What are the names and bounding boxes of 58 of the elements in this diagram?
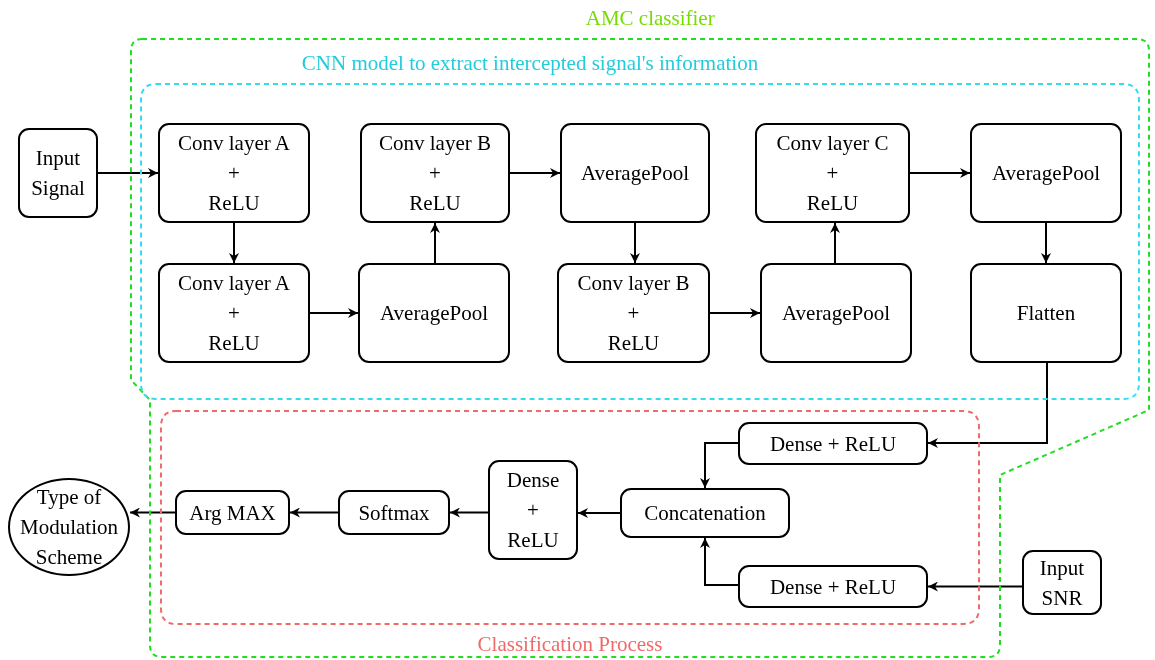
arrow — [577, 508, 621, 518]
arrow — [700, 537, 739, 586]
group-title: CNN model to extract intercepted signal's information — [301, 50, 759, 76]
node-label: AveragePool — [579, 160, 691, 187]
node-label: Conv layer A + ReLU — [177, 270, 291, 357]
process-box — [560, 123, 710, 223]
node-label: Softmax — [357, 499, 431, 527]
process-box — [755, 123, 910, 223]
process-box — [1022, 550, 1102, 615]
process-box — [18, 128, 98, 218]
node-label: Input Signal — [30, 145, 86, 202]
arrow — [909, 168, 971, 178]
process-box — [358, 263, 510, 363]
process-box — [360, 123, 510, 223]
process-box — [158, 123, 310, 223]
node-label: Dense + ReLU — [768, 430, 898, 458]
arrow — [927, 581, 1023, 592]
process-box — [970, 263, 1122, 363]
process-box — [557, 263, 710, 363]
arrow — [129, 507, 176, 518]
process-box — [760, 263, 912, 363]
node-label: Conv layer C + ReLU — [775, 130, 890, 217]
node-label: Conv layer A + ReLU — [177, 130, 291, 217]
node-label: Dense + ReLU — [505, 467, 561, 554]
process-box — [338, 490, 450, 535]
arrow — [709, 308, 761, 318]
arrow — [1041, 222, 1051, 264]
arrow — [430, 222, 440, 264]
arrow — [309, 308, 359, 318]
process-box — [970, 123, 1122, 223]
process-box — [158, 263, 310, 363]
arrow — [927, 362, 1048, 448]
process-box — [488, 460, 578, 560]
arrow — [289, 507, 339, 518]
arrow — [229, 222, 239, 264]
arrow — [830, 222, 840, 264]
node-label: AveragePool — [780, 300, 892, 327]
arrow — [630, 222, 640, 264]
node-label: Input SNR — [1038, 554, 1086, 612]
node-label: Concatenation — [643, 500, 767, 527]
node-label: Flatten — [1015, 300, 1077, 327]
group-title: AMC classifier — [585, 5, 715, 31]
process-box — [175, 490, 290, 535]
arrow — [700, 442, 739, 489]
node-label: AveragePool — [990, 160, 1102, 187]
node-label: Conv layer B + ReLU — [378, 130, 492, 217]
process-box — [738, 422, 928, 465]
node-label: Arg MAX — [188, 499, 277, 527]
node-label: Conv layer B + ReLU — [576, 270, 691, 357]
process-box — [620, 488, 790, 538]
node-label: AveragePool — [378, 300, 490, 327]
group-title: Classification Process — [477, 631, 663, 657]
arrow — [509, 168, 561, 178]
node-label: Dense + ReLU — [768, 573, 898, 601]
node-label: Type of Modulation Scheme — [19, 484, 119, 571]
arrow — [449, 507, 489, 518]
arrow — [97, 168, 159, 178]
process-box — [738, 565, 928, 608]
